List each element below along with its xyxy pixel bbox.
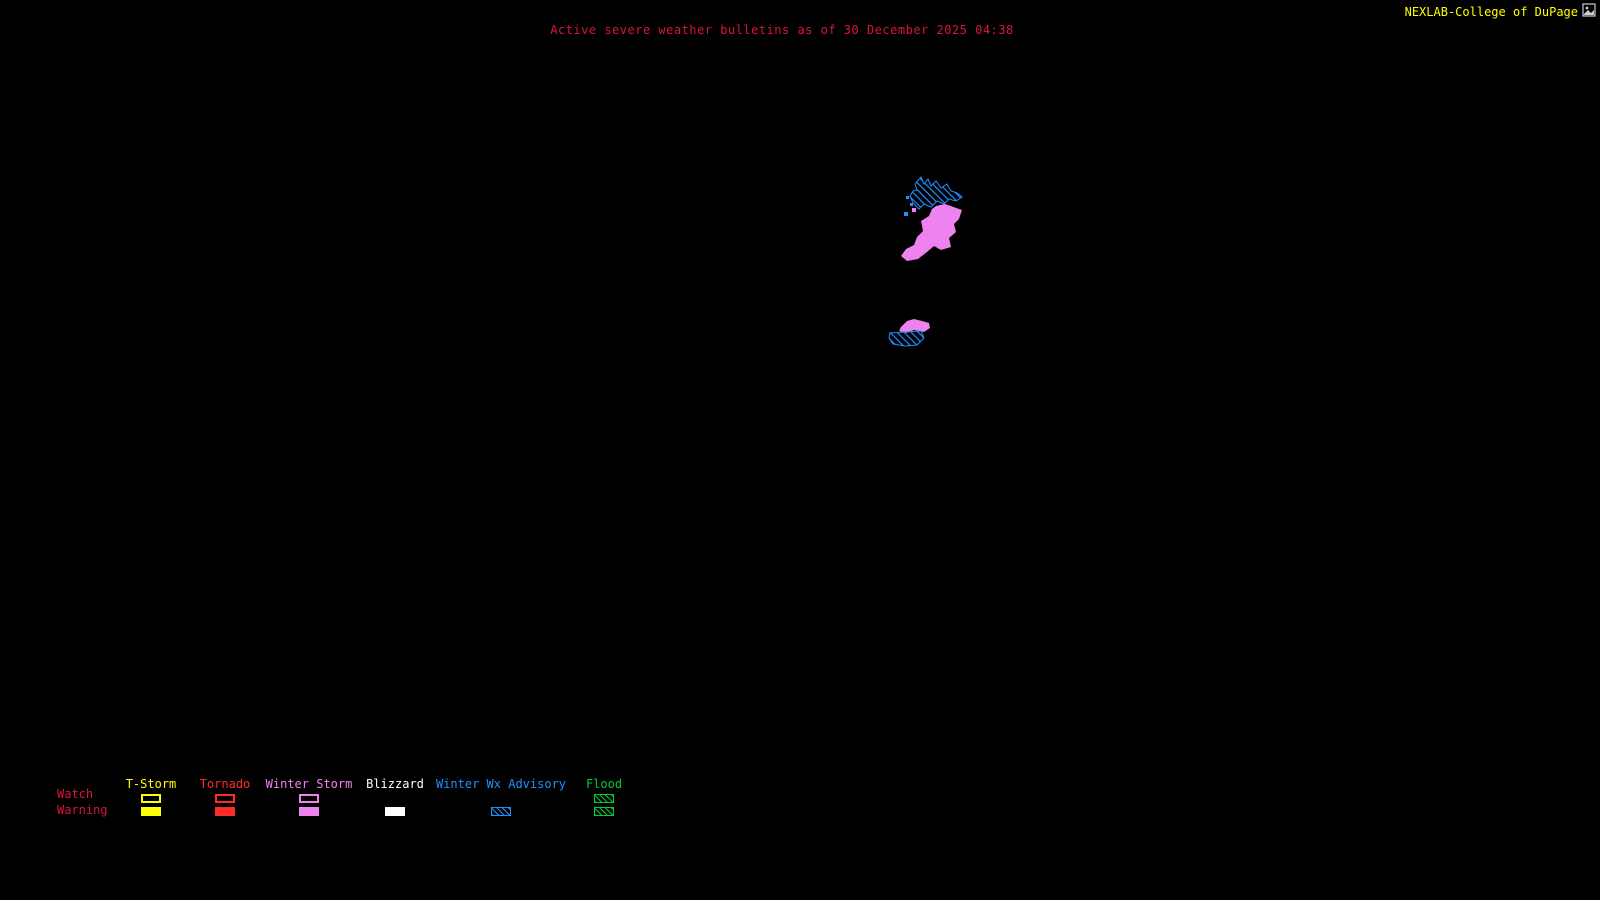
warning-swatch-row xyxy=(185,805,265,818)
warning-swatch xyxy=(491,807,511,816)
legend-col-tstorm: T-Storm xyxy=(111,777,191,818)
legend-col-winter-storm: Winter Storm xyxy=(254,777,364,818)
legend-col-flood: Flood xyxy=(574,777,634,818)
watch-swatch xyxy=(299,794,319,803)
nexlab-logo-icon xyxy=(1582,3,1596,17)
legend-col-label: Blizzard xyxy=(366,777,424,791)
winter-wx-advisory-area-small xyxy=(888,330,925,347)
warning-swatch-row xyxy=(254,805,364,818)
watch-swatch-row xyxy=(355,792,435,805)
winter-wx-advisory-dot-2 xyxy=(910,203,913,206)
winter-storm-warning-dot-1 xyxy=(912,208,916,212)
watch-swatch xyxy=(215,794,235,803)
warning-swatch-row xyxy=(355,805,435,818)
legend-col-label: Winter Storm xyxy=(265,777,353,791)
watch-swatch-row xyxy=(254,792,364,805)
warning-swatch xyxy=(594,807,614,816)
warning-swatch xyxy=(215,807,235,816)
brand-text: NEXLAB-College of DuPage xyxy=(1404,5,1578,19)
warning-swatch-row xyxy=(111,805,191,818)
watch-swatch-row xyxy=(185,792,265,805)
legend-col-label: Winter Wx Advisory xyxy=(435,777,567,791)
warning-swatch-row xyxy=(574,805,634,818)
winter-wx-advisory-area-upper-michigan xyxy=(909,176,963,210)
warning-swatch xyxy=(141,807,161,816)
winter-wx-advisory-dot-3 xyxy=(904,212,908,216)
legend-col-label: Flood xyxy=(585,777,623,791)
warning-swatch-row xyxy=(426,805,576,818)
winter-wx-advisory-dot-1 xyxy=(906,196,909,199)
bulletin-title: Active severe weather bulletins as of 30… xyxy=(550,23,1014,37)
watch-swatch-row xyxy=(111,792,191,805)
watch-swatch xyxy=(594,794,614,803)
legend-col-blizzard: Blizzard xyxy=(355,777,435,818)
legend-warning-row-label: Warning xyxy=(57,803,108,817)
legend-col-label: Tornado xyxy=(199,777,251,791)
watch-swatch-row xyxy=(426,792,576,805)
legend-col-tornado: Tornado xyxy=(185,777,265,818)
legend: Watch Warning T-Storm Tornado Winter Sto… xyxy=(0,770,720,840)
warning-swatch xyxy=(299,807,319,816)
winter-storm-warning-area-northern-michigan xyxy=(901,204,962,261)
watch-swatch-row xyxy=(574,792,634,805)
legend-watch-row-label: Watch xyxy=(57,787,94,801)
legend-col-winter-wx-advisory: Winter Wx Advisory xyxy=(426,777,576,818)
watch-swatch xyxy=(141,794,161,803)
warning-swatch xyxy=(385,807,405,816)
legend-col-label: T-Storm xyxy=(125,777,177,791)
winter-storm-warning-area-small xyxy=(899,319,930,333)
